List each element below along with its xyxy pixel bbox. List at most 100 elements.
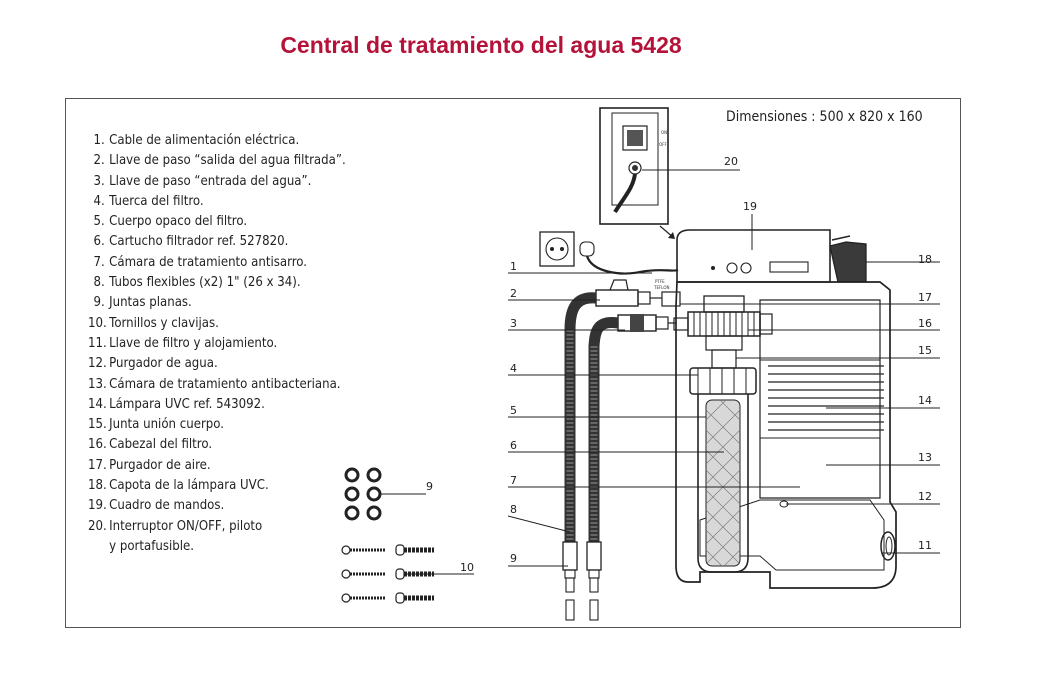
callout-1: 1 (510, 260, 517, 273)
parts-list-item: 14.Lámpara UVC ref. 543092. (88, 395, 346, 415)
parts-list-item: 6.Cartucho filtrador ref. 527820. (88, 232, 346, 252)
switch-panel-inset (599, 107, 669, 225)
part-number: 19. (88, 498, 107, 514)
part-label: Lámpara UVC ref. 543092. (109, 396, 265, 412)
flat-gaskets (344, 467, 382, 521)
uvc-lamp-vents (768, 365, 884, 431)
parts-list-item: 17.Purgador de aire. (88, 456, 346, 476)
callout-16: 16 (918, 317, 932, 330)
callout-11: 11 (918, 539, 932, 552)
part-label: Purgador de aire. (109, 457, 211, 473)
dimensions-label: Dimensiones : 500 x 820 x 160 (726, 109, 923, 125)
callout-13: 13 (918, 451, 932, 464)
callout-10: 10 (460, 561, 474, 574)
part-label: Cartucho filtrador ref. 527820. (109, 234, 289, 250)
part-label: Junta unión cuerpo. (109, 417, 225, 433)
part-number: 10. (88, 315, 107, 331)
part-number: 12. (88, 356, 107, 372)
callout-9-hose: 9 (510, 552, 517, 565)
callout-12: 12 (918, 490, 932, 503)
callout-20: 20 (724, 155, 738, 168)
callout-5: 5 (510, 404, 517, 417)
callout-18: 18 (918, 253, 932, 266)
part-label: Cuerpo opaco del filtro. (109, 214, 248, 230)
part-number: 6. (93, 234, 105, 250)
control-panel (676, 229, 831, 283)
parts-list-item: 5.Cuerpo opaco del filtro. (88, 212, 346, 232)
part-label: Capota de la lámpara UVC. (109, 478, 269, 494)
callout-3: 3 (510, 317, 517, 330)
outlet-valve (595, 279, 681, 307)
switch-label-off: OFF (659, 142, 667, 147)
callout-6: 6 (510, 439, 517, 452)
part-number: 17. (88, 457, 107, 473)
parts-list-item: 15.Junta unión cuerpo. (88, 415, 346, 435)
part-number: 18. (88, 478, 107, 494)
parts-list-item: 19.Cuadro de mandos. (88, 496, 346, 516)
parts-list-item: 13.Cámara de tratamiento antibacteriana. (88, 375, 346, 395)
parts-list-item: 10.Tornillos y clavijas. (88, 314, 346, 334)
callout-9-gaskets: 9 (426, 480, 433, 493)
filter-body (697, 394, 749, 573)
part-number: 16. (88, 437, 107, 453)
cabinet-body (675, 281, 897, 589)
parts-list-item: 18.Capota de la lámpara UVC. (88, 476, 346, 496)
parts-list-item: 11.Llave de filtro y alojamiento. (88, 334, 346, 354)
parts-list-item: 3.Llave de paso “entrada del agua”. (88, 172, 346, 192)
part-label: Llave de paso “entrada del agua”. (109, 173, 312, 189)
union-gasket (705, 335, 743, 369)
part-number: 1. (93, 133, 105, 148)
switch-label-on: ON (661, 130, 667, 135)
inlet-valve (617, 314, 676, 332)
uvc-lamp-cap (829, 235, 867, 283)
part-number: 20. (88, 518, 107, 534)
part-number: 9. (93, 295, 105, 311)
part-number: 8. (93, 275, 105, 291)
parts-list: 1. Cable de alimentación eléctrica. 2.Llav… (88, 131, 346, 557)
part-label: Cabezal del filtro. (109, 437, 213, 453)
filter-head (673, 295, 773, 337)
part-number: 13. (88, 376, 107, 392)
part-label: Purgador de agua. (109, 356, 218, 372)
diagram-frame (65, 98, 961, 628)
part-label: Juntas planas. (109, 295, 192, 311)
filter-nut (689, 367, 757, 395)
tap-label-ptfe: PTFE (655, 279, 665, 284)
callout-8: 8 (510, 503, 517, 516)
parts-list-item: 7.Cámara de tratamiento antisarro. (88, 253, 346, 273)
part-label: Llave de paso “salida del agua filtrada”… (109, 153, 346, 169)
parts-list-item: 20.Interruptor ON/OFF, piloto (88, 517, 346, 537)
callout-19: 19 (743, 200, 757, 213)
parts-list-item: 4.Tuerca del filtro. (88, 192, 346, 212)
parts-list-item: 9.Juntas planas. (88, 293, 346, 313)
part-number: 2. (93, 153, 105, 169)
part-label: Cuadro de mandos. (109, 498, 225, 514)
part-number: 4. (93, 193, 105, 209)
parts-list-item: 12.Purgador de agua. (88, 354, 346, 374)
part-label: Tubos flexibles (x2) 1" (26 x 34). (109, 275, 301, 291)
part-number: 7. (93, 254, 105, 270)
filter-key (880, 531, 896, 561)
part-label: Interruptor ON/OFF, piloto (109, 518, 263, 534)
part-label: Tuerca del filtro. (109, 193, 204, 209)
page-title: Central de tratamiento del agua 5428 (280, 32, 682, 58)
parts-list-item: 8.Tubos flexibles (x2) 1" (26 x 34). (88, 273, 346, 293)
leader-8 (507, 515, 571, 533)
callout-14: 14 (918, 394, 932, 407)
part-number: 15. (88, 417, 107, 433)
part-number: 5. (93, 214, 105, 230)
parts-list-item: 2.Llave de paso “salida del agua filtrad… (88, 151, 346, 171)
part-label: Cámara de tratamiento antisarro. (109, 254, 308, 270)
part-label: Cámara de tratamiento antibacteriana. (109, 376, 341, 392)
part-number: 14. (88, 396, 107, 412)
callout-4: 4 (510, 362, 517, 375)
part-number: 11. (88, 335, 107, 351)
callout-2: 2 (510, 287, 517, 300)
flexible-hoses (562, 292, 619, 621)
parts-list-item: 1. Cable de alimentación eléctrica. (88, 131, 346, 151)
callout-15: 15 (918, 344, 932, 357)
tap-label-teflon: TEFLON (653, 285, 670, 290)
parts-list-item: 16.Cabezal del filtro. (88, 435, 346, 455)
part-label: Cable de alimentación eléctrica. (109, 133, 300, 148)
